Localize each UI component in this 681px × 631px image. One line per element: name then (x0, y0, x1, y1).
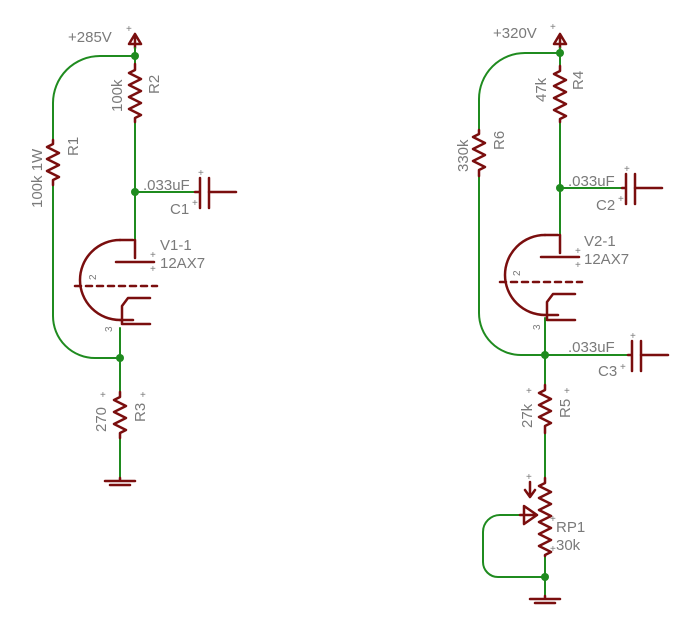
plus-mark: + (630, 331, 636, 342)
junction (541, 351, 549, 359)
junction (131, 52, 139, 60)
r4-name: R4 (570, 71, 587, 90)
wire-r6-top-loop (478, 52, 561, 131)
ground-symbol (103, 476, 137, 487)
r1-value: 100k 1W (29, 148, 46, 208)
capacitor-c2: .033uF C2 + + (568, 164, 664, 214)
v2-name: V2-1 (584, 233, 616, 250)
resistor-r2: 100k R2 (109, 62, 163, 124)
rp1-value: 30k (556, 537, 581, 554)
resistor-r1: 100k 1W R1 (29, 137, 82, 208)
r2-value: 100k (109, 79, 126, 112)
plus-mark: + (550, 544, 556, 555)
r2-name: R2 (146, 75, 163, 94)
stage2: +320V + 47k R4 330k R6 (455, 22, 670, 605)
v1-pin-grid: 2 (88, 274, 99, 280)
v1-name: V1-1 (160, 237, 192, 254)
ground-symbol (528, 594, 562, 605)
wire-rp1-loop (482, 514, 546, 578)
r6-name: R6 (491, 131, 508, 150)
c2-name: C2 (596, 197, 615, 214)
plus-mark: + (192, 198, 198, 209)
plus-mark: + (618, 194, 624, 205)
c3-name: C3 (598, 363, 617, 380)
r5-value: 27k (519, 403, 536, 428)
r3-name: R3 (132, 403, 149, 422)
c1-value: .033uF (143, 177, 190, 194)
wire-r6-bottom-loop (478, 175, 546, 356)
v2-pin-cathode: 3 (532, 324, 543, 330)
r1-name: R1 (65, 137, 82, 156)
plus-mark: + (526, 472, 532, 483)
supply-symbol-285v: +285V + (68, 24, 143, 50)
plus-mark: + (575, 260, 581, 271)
plus-mark: + (198, 168, 204, 179)
junction (131, 188, 139, 196)
potentiometer-rp1: RP1 30k + + + (518, 472, 585, 558)
plus-mark: + (575, 246, 581, 257)
junction (556, 49, 564, 57)
resistor-r6: 330k R6 (455, 128, 508, 178)
plus-mark: + (550, 514, 556, 525)
v2-pin-grid: 2 (512, 270, 523, 276)
resistor-r3: 270 R3 + + (93, 390, 149, 440)
capacitor-c3: .033uF C3 + + (568, 331, 670, 380)
stage1: +285V + 100k R2 100k 1W R1 (29, 24, 238, 487)
c3-value: .033uF (568, 339, 615, 356)
supply-symbol-320v: +320V + (493, 22, 568, 50)
junction (541, 573, 549, 581)
capacitor-c1: .033uF C1 + + (143, 168, 238, 218)
plus-mark: + (126, 24, 132, 35)
plus-mark: + (150, 264, 156, 275)
c1-name: C1 (170, 201, 189, 218)
c2-value: .033uF (568, 173, 615, 190)
wire-r1-top-loop (52, 55, 136, 141)
r6-value: 330k (455, 139, 472, 172)
triode-v2-1: V2-1 12AX7 + + 2 3 (498, 233, 629, 330)
rp1-name: RP1 (556, 519, 585, 536)
plus-mark: + (564, 386, 570, 397)
resistor-r4: 47k R4 (533, 64, 587, 124)
plus-mark: + (150, 250, 156, 261)
supply-label-320v: +320V (493, 25, 537, 42)
plus-mark: + (550, 22, 556, 33)
triode-v1-1: V1-1 12AX7 + + 2 3 (73, 237, 205, 332)
v2-type: 12AX7 (584, 251, 629, 268)
r5-name: R5 (557, 399, 574, 418)
r3-value: 270 (93, 407, 110, 432)
junction (556, 184, 564, 192)
plus-mark: + (624, 164, 630, 175)
wire-r1-bottom-loop (52, 184, 121, 359)
r4-value: 47k (533, 77, 550, 102)
v1-type: 12AX7 (160, 255, 205, 272)
junction (116, 354, 124, 362)
plus-mark: + (526, 386, 532, 397)
plus-mark: + (620, 362, 626, 373)
plus-mark: + (100, 390, 106, 401)
resistor-r5: 27k R5 + + (519, 383, 574, 435)
v1-pin-cathode: 3 (104, 326, 115, 332)
supply-label-285v: +285V (68, 29, 112, 46)
plus-mark: + (140, 390, 146, 401)
